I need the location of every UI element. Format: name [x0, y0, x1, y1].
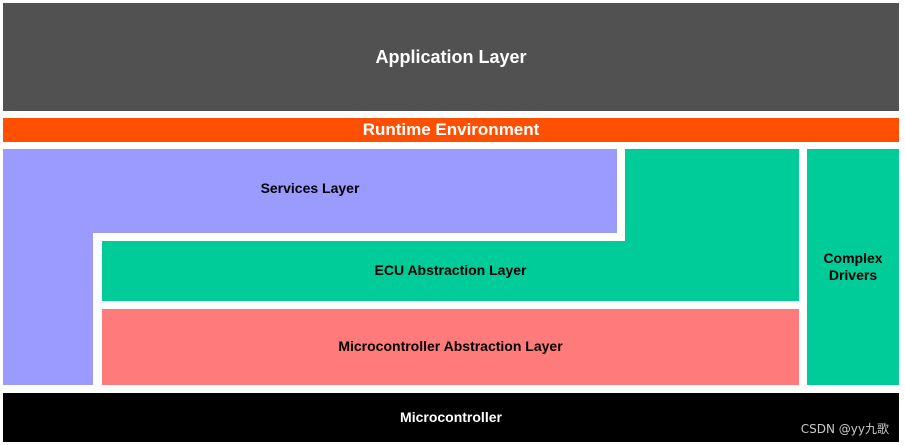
microcontroller-block: Microcontroller — [3, 393, 899, 442]
complex-drivers-label: Complex Drivers — [823, 249, 883, 284]
mcal-block: Microcontroller Abstraction Layer — [102, 309, 799, 385]
runtime-environment-label: Runtime Environment — [362, 120, 540, 140]
services-layer-label: Services Layer — [260, 180, 360, 196]
runtime-environment-block: Runtime Environment — [3, 118, 899, 142]
microcontroller-label: Microcontroller — [400, 408, 502, 425]
services-layer-block-left — [3, 233, 93, 385]
watermark-text: CSDN @yy九歌 — [800, 422, 889, 436]
mcal-label: Microcontroller Abstraction Layer — [338, 338, 563, 355]
complex-drivers-block: Complex Drivers — [807, 149, 899, 385]
ecu-abstraction-label: ECU Abstraction Layer — [374, 262, 527, 279]
ecu-abstraction-block-right — [625, 149, 799, 241]
application-layer-block: Application Layer — [3, 3, 899, 111]
services-layer-block-top — [3, 149, 617, 233]
application-layer-label: Application Layer — [375, 46, 527, 67]
ecu-abstraction-block: ECU Abstraction Layer — [102, 241, 799, 301]
